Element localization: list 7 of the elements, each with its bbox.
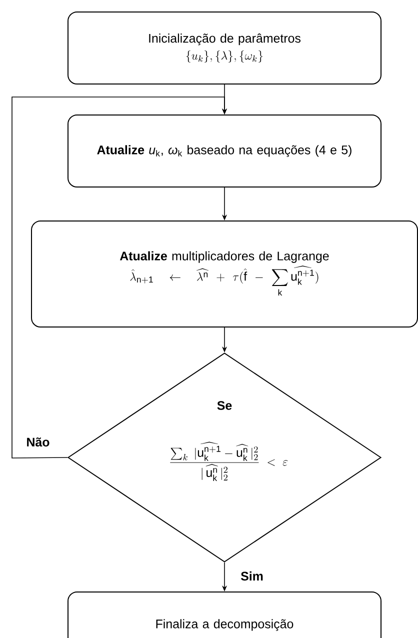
process-box: Atualize u$_{k}$, ω$_{k}$ baseado na equações (4 e 5) bbox=[68, 114, 382, 188]
process-box: Inicialização de parâmetros $\{u_k\}, \{\lambda\}, \{\omega_k\}$ bbox=[68, 12, 382, 84]
edge-label: Sim bbox=[240, 570, 264, 582]
arrow bbox=[12, 96, 228, 458]
process-box: Finaliza a decomposição bbox=[68, 592, 382, 638]
edge-label: Não bbox=[25, 436, 51, 448]
process-box: Atualize multiplicadores de Lagrange $\hat{\lambda}_{\mathrm{n+1}} \leftarrow \widehat{\lambda^{\mathrm{n}}} + \tau ( \hat{\mathrm{f}} - \sum_{\mathrm{k}} \widehat{\mathrm{u}_{\mathrm{k}}^{\mathrm{n+1}}} )$ bbox=[31, 220, 418, 328]
